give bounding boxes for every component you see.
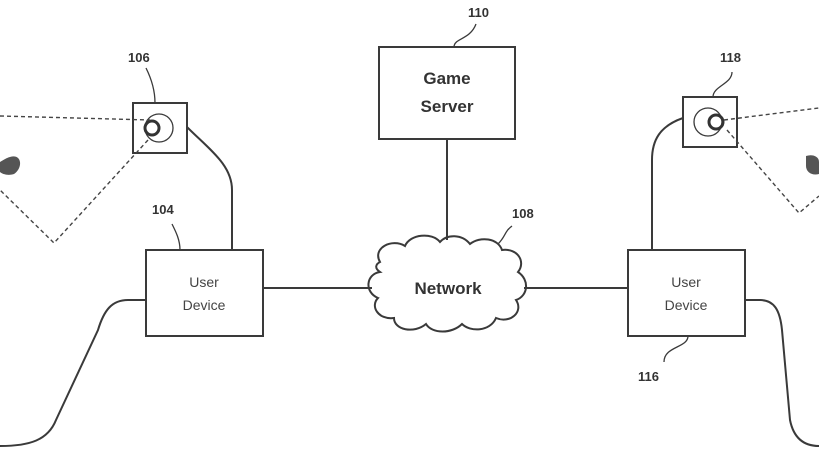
user-device-right-label-line1: User bbox=[671, 274, 701, 290]
user-device-left-label-line1: User bbox=[189, 274, 219, 290]
camera-right-fov-bottom bbox=[726, 129, 819, 214]
game-server-label-line1: Game bbox=[423, 69, 470, 88]
ref-116: 116 bbox=[638, 369, 659, 384]
camera-right-lens-inner bbox=[707, 113, 725, 131]
leader-line-104 bbox=[171, 223, 181, 251]
hand-icon bbox=[0, 156, 21, 175]
user-device-left-node: User Device 104 bbox=[145, 202, 264, 337]
camera-left-fov-top bbox=[0, 115, 151, 121]
hand-right-shape bbox=[806, 155, 819, 175]
link-camera-right-device bbox=[651, 117, 684, 250]
user-device-right-box bbox=[627, 249, 746, 337]
camera-right-fov-top bbox=[723, 107, 819, 121]
network-cloud bbox=[367, 234, 527, 333]
ref-106: 106 bbox=[128, 50, 150, 65]
camera-left-lens-inner bbox=[143, 119, 161, 137]
user-device-left-box bbox=[145, 249, 264, 337]
ref-110: 110 bbox=[468, 5, 489, 20]
leader-line-110 bbox=[453, 23, 477, 48]
game-server-label-line2: Server bbox=[421, 97, 474, 116]
user-device-right-label-line2: Device bbox=[665, 297, 708, 313]
leader-line-108 bbox=[497, 225, 513, 245]
user-device-right-node: User Device 116 bbox=[627, 249, 746, 384]
leader-line-106 bbox=[145, 67, 156, 104]
ref-108: 108 bbox=[512, 206, 534, 221]
game-server-box bbox=[378, 46, 516, 140]
user-device-left-label-line2: Device bbox=[183, 297, 226, 313]
game-server-node: Game Server 110 bbox=[378, 5, 516, 140]
camera-left-fov-bottom bbox=[0, 139, 149, 245]
hand-left-shape bbox=[0, 156, 21, 175]
link-camera-left-device bbox=[186, 126, 233, 250]
camera-right-node: 118 bbox=[682, 50, 741, 148]
right-controller-cable bbox=[745, 299, 819, 447]
ref-104: 104 bbox=[152, 202, 174, 217]
ref-118: 118 bbox=[720, 50, 741, 65]
network-node: Network 108 bbox=[367, 206, 534, 333]
network-label: Network bbox=[414, 279, 482, 298]
leader-line-116 bbox=[663, 335, 689, 363]
camera-left-node: 106 bbox=[128, 50, 188, 154]
hand-icon bbox=[806, 155, 819, 175]
leader-line-118 bbox=[712, 71, 733, 98]
left-controller-cable bbox=[0, 299, 146, 447]
